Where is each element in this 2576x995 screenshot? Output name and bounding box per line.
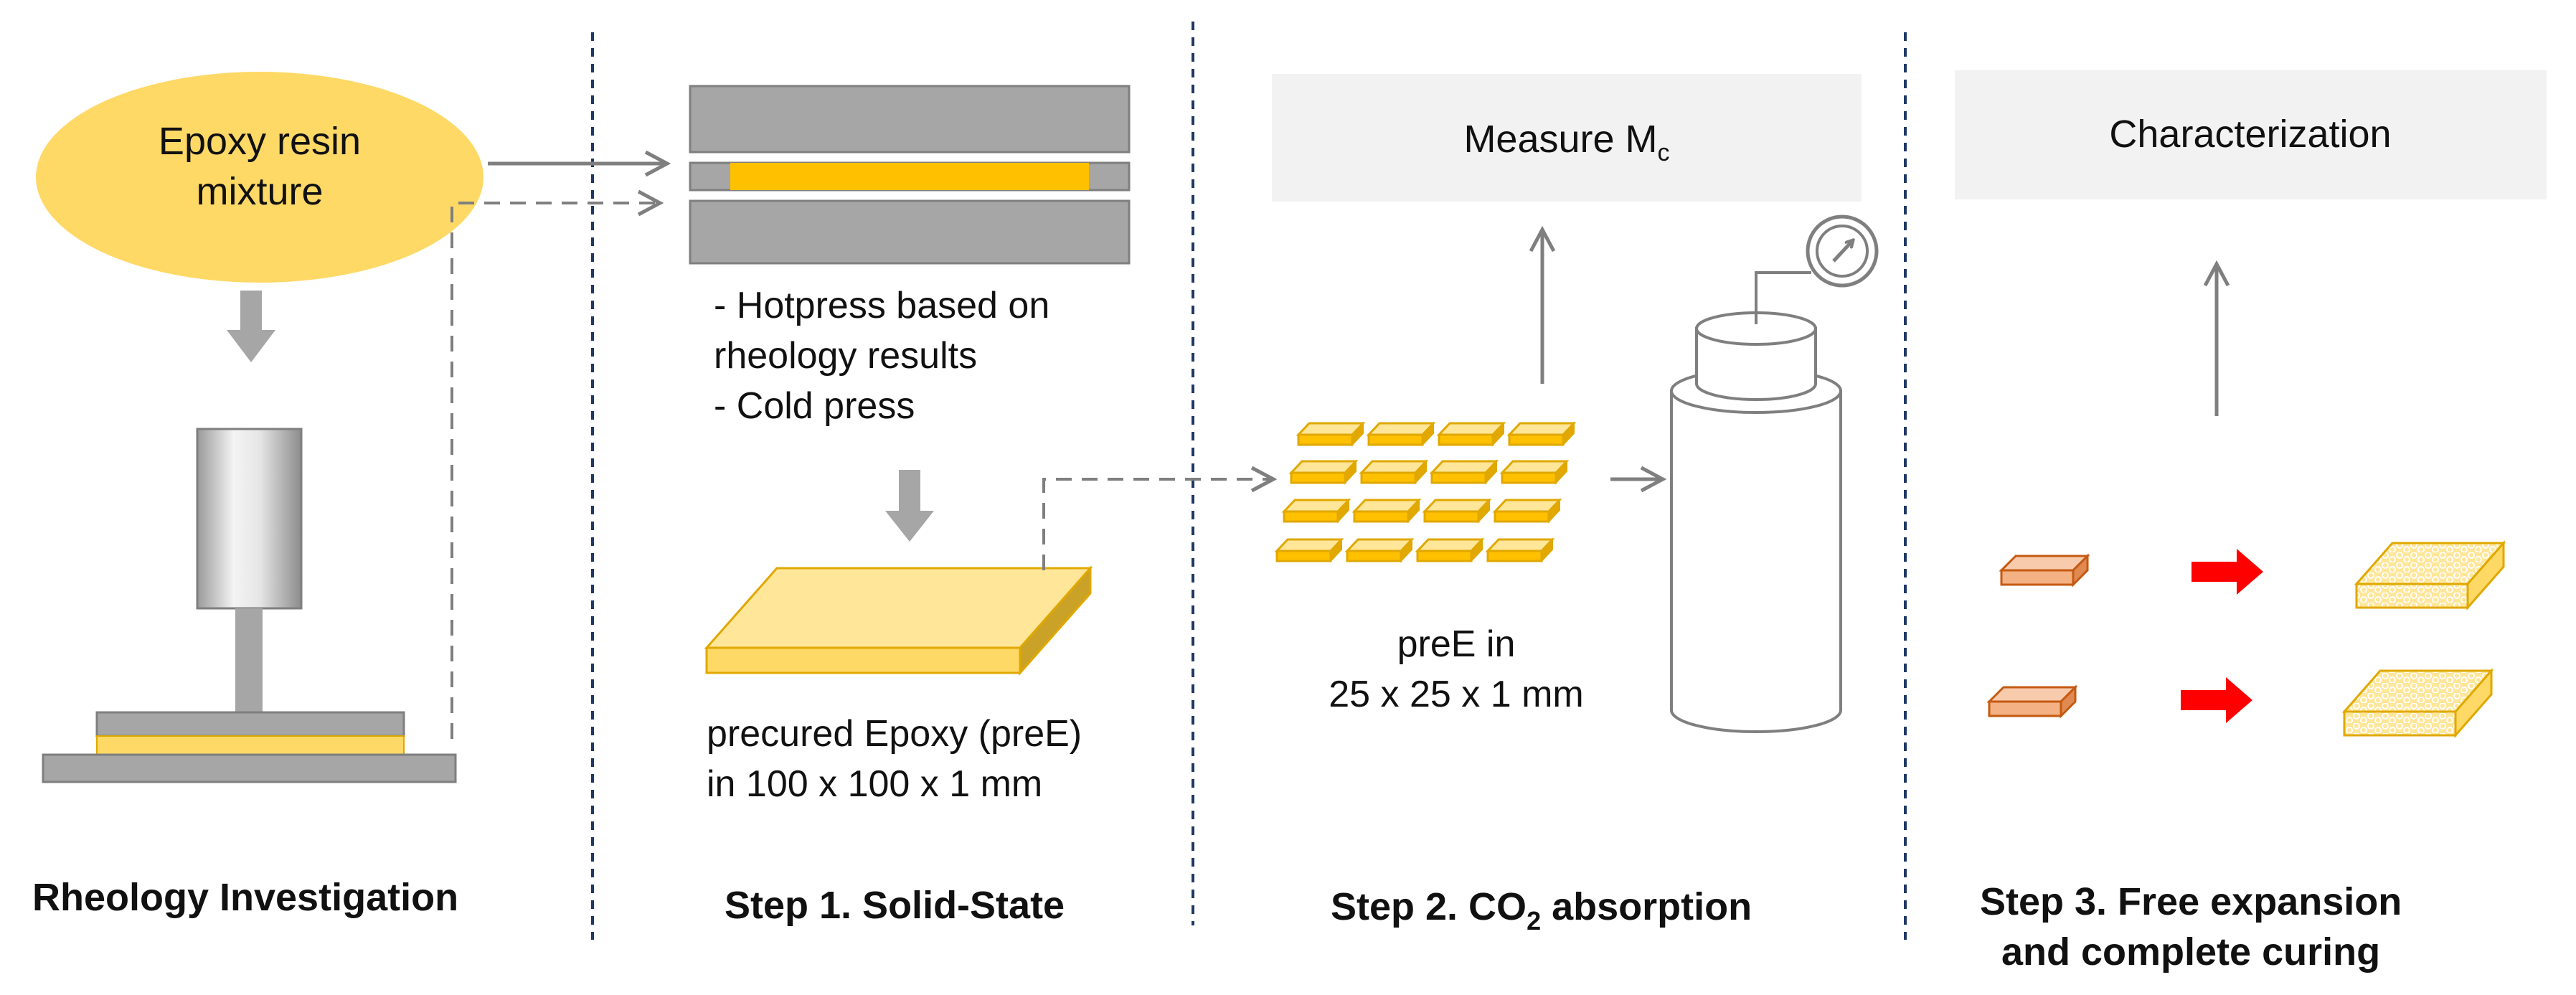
precured-piece <box>1274 537 1344 563</box>
panel-step1: - Hotpress based on rheology results - C… <box>689 85 1131 927</box>
rheometer-icon <box>42 428 457 783</box>
characterization-box <box>1955 70 2547 199</box>
panel-dividers <box>591 22 1907 940</box>
precured-pieces-grid <box>1274 421 1577 563</box>
panel-step3: Characterization Step 3. Free expansion … <box>1955 70 2547 973</box>
precured-piece <box>1422 498 1492 524</box>
characterization-label: Characterization <box>2109 113 2391 156</box>
red-arrow-1 <box>2192 549 2263 595</box>
precured-piece <box>1499 459 1570 485</box>
hotpress-icon <box>689 85 1131 265</box>
step2-sample-line1: preE in <box>1397 623 1516 665</box>
precured-piece <box>1485 537 1555 563</box>
precured-piece <box>1492 498 1562 524</box>
step1-product-line1: precured Epoxy (preE) <box>707 713 1082 755</box>
bubble-label-line1: Epoxy resin <box>159 120 361 163</box>
precured-epoxy-sheet <box>704 565 1093 676</box>
panel-rheology: Epoxy resin mixture Rheology Investigati… <box>32 72 483 919</box>
measure-mc-label: Measure Mc <box>1463 118 1669 166</box>
unfoamed-sample-2 <box>1986 684 2078 719</box>
block-arrow-down-step1 <box>885 470 934 542</box>
step2-title: Step 2. CO2 absorption <box>1331 885 1752 935</box>
measure-mc-box <box>1272 74 1862 202</box>
precured-piece <box>1288 459 1359 485</box>
step2-sample-line2: 25 x 25 x 1 mm <box>1329 674 1583 715</box>
rheology-title: Rheology Investigation <box>32 876 458 919</box>
block-arrow-down-rheology <box>227 291 275 362</box>
red-arrow-2 <box>2181 677 2252 723</box>
step1-note-line3: - Cold press <box>714 385 915 427</box>
precured-piece <box>1429 459 1499 485</box>
precured-piece <box>1359 459 1429 485</box>
pressure-vessel-icon <box>1670 271 1842 733</box>
step1-title: Step 1. Solid-State <box>725 884 1065 927</box>
step1-product-line2: in 100 x 100 x 1 mm <box>707 763 1042 805</box>
epoxy-mixture-bubble <box>36 72 483 283</box>
precured-piece <box>1436 421 1506 447</box>
precured-piece <box>1296 421 1366 447</box>
dashed-arrow-sheet-to-pieces <box>1042 466 1278 570</box>
precured-piece <box>1506 421 1577 447</box>
panel-step2: Measure Mc preE in 25 x 25 x 1 mm Step 2… <box>1272 74 1879 935</box>
foamed-sample-1 <box>2354 540 2506 610</box>
step3-title-line1: Step 3. Free expansion <box>1980 880 2402 923</box>
pressure-gauge-icon <box>1806 214 1879 288</box>
step1-note-line1: - Hotpress based on <box>714 285 1049 326</box>
unfoamed-sample-1 <box>1999 553 2090 588</box>
precured-piece <box>1281 498 1351 524</box>
step1-note-line2: rheology results <box>714 335 977 377</box>
step3-title-line2: and complete curing <box>2001 930 2380 973</box>
precured-piece <box>1344 537 1415 563</box>
foamed-sample-2 <box>2341 668 2494 738</box>
precured-piece <box>1415 537 1485 563</box>
bubble-label-line2: mixture <box>196 170 323 213</box>
precured-piece <box>1351 498 1422 524</box>
precured-piece <box>1366 421 1436 447</box>
dashed-arrow-rheology-to-hotpress <box>450 189 664 739</box>
